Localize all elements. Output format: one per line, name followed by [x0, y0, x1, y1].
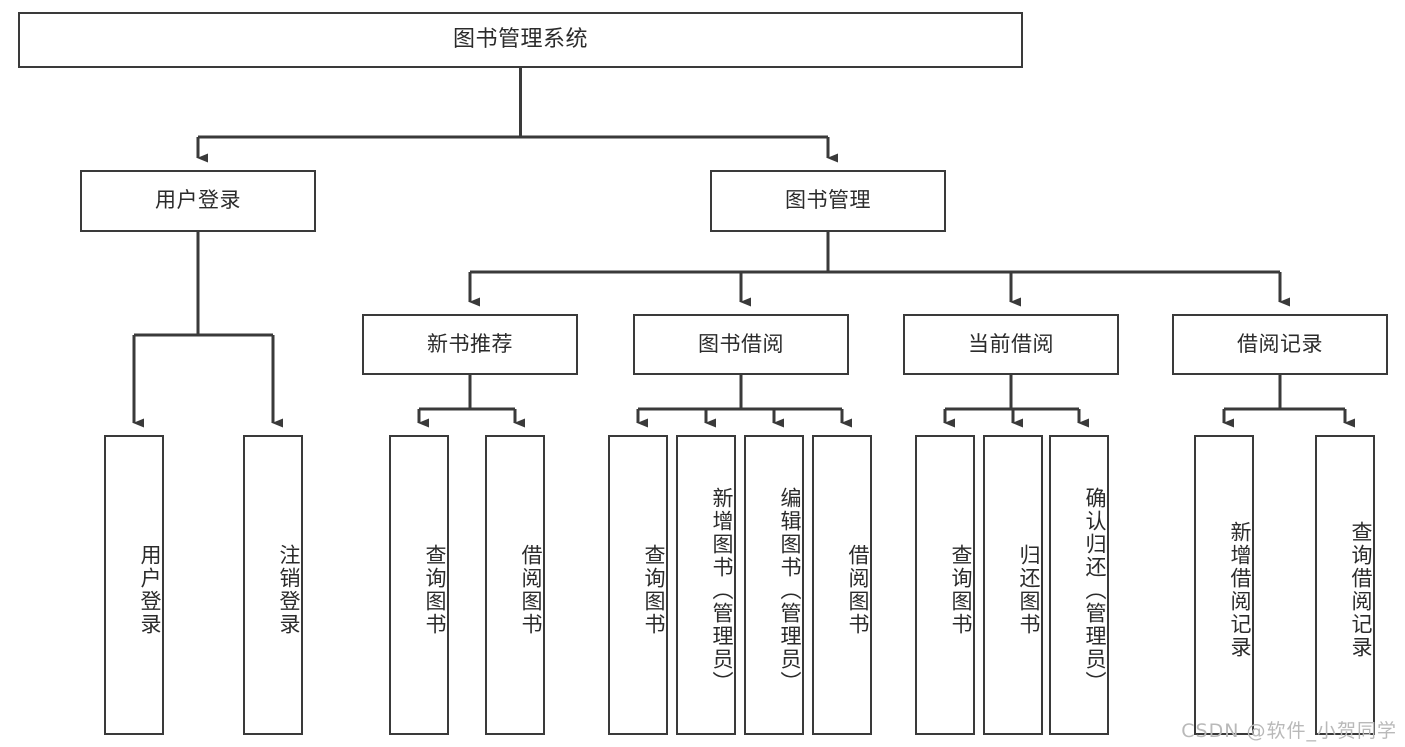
node-label: 新增图书（管理员）	[710, 486, 734, 694]
node-l-bor-4[interactable]: 借阅图书	[812, 435, 872, 735]
node-label: 图书借阅	[698, 331, 784, 356]
node-label: 新书推荐	[427, 331, 513, 356]
node-l-login-2[interactable]: 注销登录	[243, 435, 303, 735]
node-label: 图书管理系统	[452, 26, 588, 52]
node-label: 确认归还（管理员）	[1083, 486, 1107, 694]
node-label: 用户登录	[155, 188, 241, 213]
node-current[interactable]: 当前借阅	[903, 314, 1119, 375]
node-l-new-2[interactable]: 借阅图书	[485, 435, 545, 735]
node-label: 归还图书	[1017, 544, 1041, 636]
node-label: 用户登录	[138, 544, 162, 636]
node-label: 新增借阅记录	[1228, 521, 1252, 659]
node-label: 查询借阅记录	[1349, 521, 1373, 659]
node-label: 当前借阅	[968, 331, 1054, 356]
node-l-bor-1[interactable]: 查询图书	[608, 435, 668, 735]
node-newbook[interactable]: 新书推荐	[362, 314, 578, 375]
node-l-rec-1[interactable]: 新增借阅记录	[1194, 435, 1254, 735]
node-label: 借阅记录	[1237, 331, 1323, 356]
node-l-new-1[interactable]: 查询图书	[389, 435, 449, 735]
node-login[interactable]: 用户登录	[80, 170, 316, 232]
node-borrow[interactable]: 图书借阅	[633, 314, 849, 375]
node-label: 查询图书	[423, 544, 447, 636]
node-l-rec-2[interactable]: 查询借阅记录	[1315, 435, 1375, 735]
node-label: 注销登录	[277, 544, 301, 636]
node-records[interactable]: 借阅记录	[1172, 314, 1388, 375]
connector-lines	[132, 68, 1355, 428]
node-l-login-1[interactable]: 用户登录	[104, 435, 164, 735]
node-l-cur-2[interactable]: 归还图书	[983, 435, 1043, 735]
watermark-label: CSDN @软件_小贺同学	[1181, 720, 1397, 742]
node-bookmgmt[interactable]: 图书管理	[710, 170, 946, 232]
node-l-bor-3[interactable]: 编辑图书（管理员）	[744, 435, 804, 735]
node-label: 图书管理	[785, 188, 871, 213]
node-label: 借阅图书	[519, 544, 543, 636]
node-label: 借阅图书	[846, 544, 870, 636]
node-root[interactable]: 图书管理系统	[18, 12, 1023, 68]
node-label: 查询图书	[949, 544, 973, 636]
node-label: 编辑图书（管理员）	[778, 486, 802, 694]
node-l-bor-2[interactable]: 新增图书（管理员）	[676, 435, 736, 735]
node-l-cur-3[interactable]: 确认归还（管理员）	[1049, 435, 1109, 735]
node-label: 查询图书	[642, 544, 666, 636]
node-l-cur-1[interactable]: 查询图书	[915, 435, 975, 735]
